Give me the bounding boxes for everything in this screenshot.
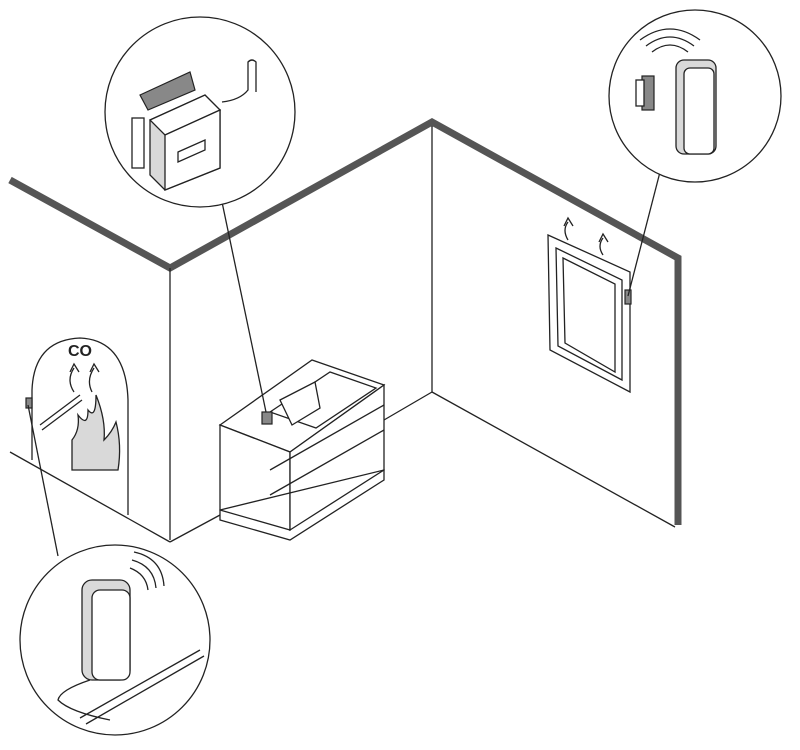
co-sensor-icon: [57, 579, 205, 725]
window-contact-small: [624, 289, 632, 305]
wireless-signal-icon: [129, 551, 165, 591]
window: [547, 216, 632, 394]
smoke-arrow-icon: [69, 362, 80, 393]
antenna-icon: [221, 59, 257, 103]
wireless-signal-icon: [639, 28, 701, 53]
connector-line: [221, 201, 267, 413]
fireplace: CO: [25, 337, 129, 515]
connector-line: [627, 171, 661, 297]
room-walls: [8, 117, 682, 543]
air-arrow-icon: [598, 232, 609, 256]
callout-window-sensor: [608, 9, 782, 183]
connector-line: [27, 404, 59, 557]
control-unit-icon: [131, 59, 257, 191]
smoke-arrow-icon: [88, 362, 100, 393]
callout-co-sensor: [19, 544, 211, 736]
cabinet: [218, 359, 386, 541]
fire-icon: [71, 394, 121, 471]
co-sensor-small: [25, 397, 33, 409]
callout-control-unit: [104, 16, 296, 208]
co-label: CO: [68, 343, 92, 360]
window-sensor-icon: [635, 59, 717, 155]
control-unit-small: [261, 411, 273, 425]
air-arrow-icon: [563, 216, 574, 241]
